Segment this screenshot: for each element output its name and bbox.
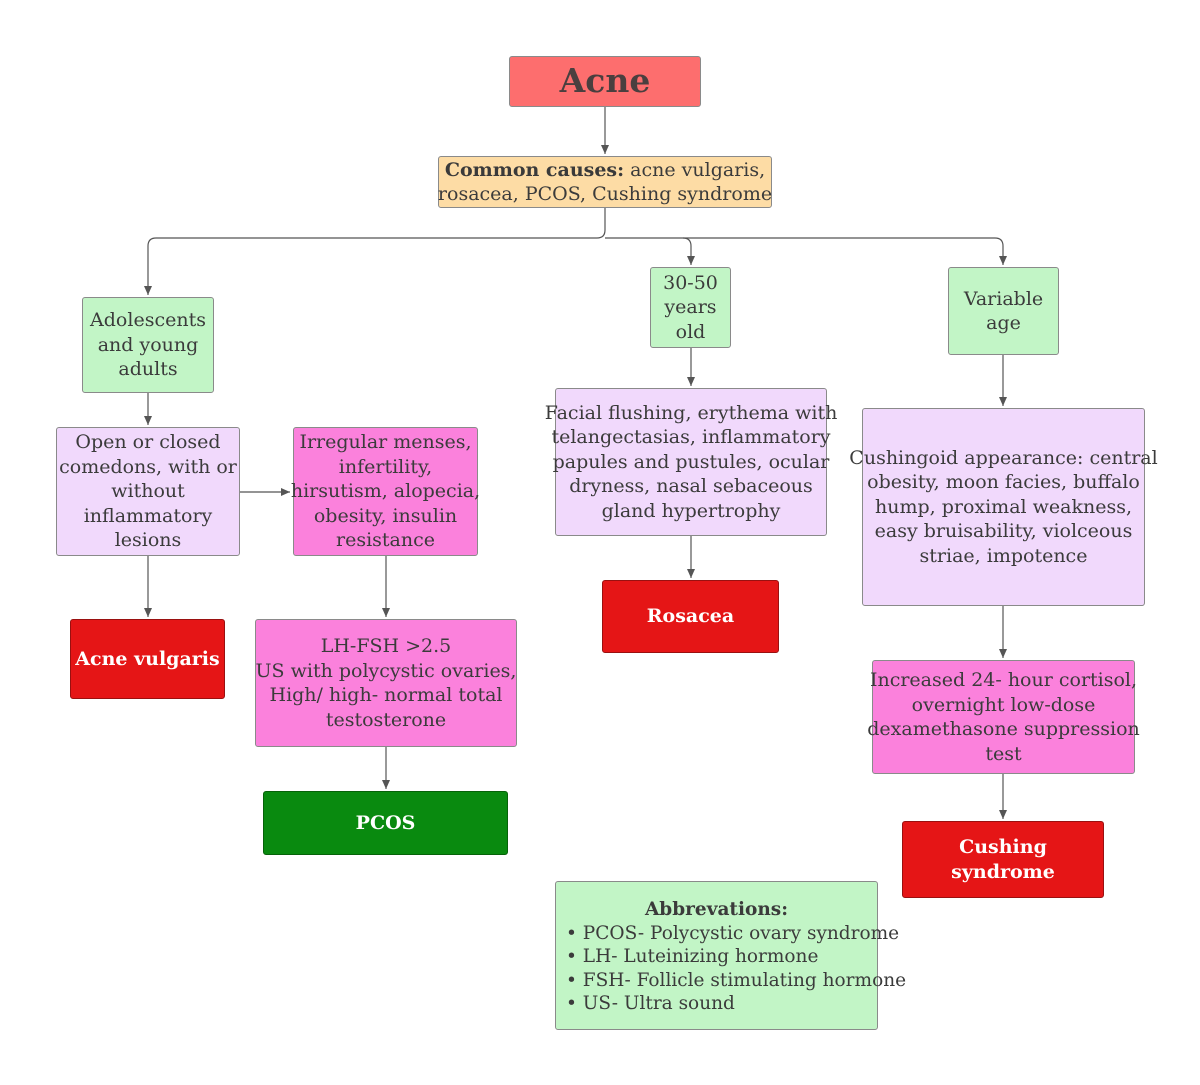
rosacea-finding-line: Facial flushing, erythema with bbox=[544, 401, 838, 424]
rosacea-finding-line: papules and pustules, ocular bbox=[552, 450, 830, 473]
comedons-line: Open or closed bbox=[75, 431, 221, 454]
common-causes-box: Common causes: acne vulgaris, rosacea, P… bbox=[438, 156, 772, 208]
common-causes-text-2: rosacea, PCOS, Cushing syndrome bbox=[437, 183, 773, 205]
cushing-tests-line: dexamethasone suppression bbox=[867, 718, 1140, 740]
abbreviations-list: PCOS- Polycystic ovary syndrome LH- Lute… bbox=[566, 922, 906, 1016]
arrow-causes-to-adolescents bbox=[144, 208, 606, 295]
abbreviation-item: FSH- Follicle stimulating hormone bbox=[566, 969, 906, 993]
age-adolescents-line: and young bbox=[97, 333, 199, 356]
age-adolescents-line: Adolescents bbox=[90, 309, 206, 332]
arrow-causes-to-30-50 bbox=[605, 237, 695, 265]
diagram-title: Acne bbox=[559, 61, 651, 101]
pcos-features-line: resistance bbox=[336, 529, 435, 552]
age-30-50-line: old bbox=[675, 320, 706, 343]
age-adolescents-line: adults bbox=[118, 358, 178, 381]
abbreviation-item: US- Ultra sound bbox=[566, 992, 906, 1016]
age-variable-line: age bbox=[986, 312, 1021, 334]
rosacea-finding-line: telangectasias, inflammatory bbox=[551, 426, 831, 449]
diagnosis-acne-vulgaris: Acne vulgaris bbox=[75, 647, 220, 670]
pcos-features-box: Irregular menses, infertility, hirsutism… bbox=[290, 427, 481, 556]
abbreviation-item: PCOS- Polycystic ovary syndrome bbox=[566, 922, 906, 946]
diagnosis-pcos: PCOS bbox=[355, 811, 416, 834]
cushing-tests-line: Increased 24- hour cortisol, bbox=[869, 669, 1138, 691]
pcos-features-line: Irregular menses, bbox=[299, 431, 472, 454]
pcos-tests-line: LH-FSH >2.5 bbox=[320, 635, 452, 657]
age-variable-line: Variable bbox=[963, 287, 1044, 310]
common-causes-label: Common causes: bbox=[444, 158, 625, 181]
age-30-50-box: 30-50 years old bbox=[650, 267, 731, 348]
rosacea-finding-box: Facial flushing, erythema with telangect… bbox=[545, 388, 837, 536]
cushingoid-finding-line: hump, proximal weakness, bbox=[874, 495, 1133, 518]
age-variable-box: Variable age bbox=[948, 267, 1059, 355]
diagnosis-pcos-box: PCOS bbox=[263, 791, 508, 855]
age-30-50-line: years bbox=[664, 296, 717, 319]
pcos-features-line: hirsutism, alopecia, bbox=[290, 480, 481, 503]
diagnosis-rosacea-box: Rosacea bbox=[602, 580, 779, 653]
cushing-tests-line: test bbox=[985, 742, 1022, 765]
age-30-50-line: 30-50 bbox=[663, 271, 718, 294]
diagnosis-rosacea: Rosacea bbox=[646, 605, 735, 628]
abbreviations-box: Abbrevations: PCOS- Polycystic ovary syn… bbox=[555, 881, 906, 1030]
diagnosis-cushing-syndrome: Cushing syndrome bbox=[951, 836, 1055, 883]
pcos-tests-box: LH-FSH >2.5 US with polycystic ovaries, … bbox=[255, 619, 517, 747]
cushing-tests-line: overnight low-dose bbox=[911, 693, 1096, 716]
rosacea-finding-line: gland hypertrophy bbox=[601, 499, 781, 522]
diagnosis-cushing-box: Cushing syndrome bbox=[902, 821, 1104, 898]
cushing-tests-box: Increased 24- hour cortisol, overnight l… bbox=[867, 660, 1140, 774]
comedons-line: comedons, with or bbox=[59, 455, 237, 478]
comedons-finding-box: Open or closed comedons, with or without… bbox=[56, 427, 240, 556]
age-adolescents-box: Adolescents and young adults bbox=[82, 297, 214, 393]
cushingoid-finding-line: Cushingoid appearance: central bbox=[849, 446, 1158, 469]
cushingoid-finding-box: Cushingoid appearance: central obesity, … bbox=[849, 408, 1158, 606]
pcos-tests-line: US with polycystic ovaries, bbox=[255, 659, 517, 682]
comedons-line: lesions bbox=[114, 529, 182, 552]
comedons-line: without bbox=[111, 480, 185, 503]
cushingoid-finding-line: striae, impotence bbox=[919, 544, 1088, 567]
rosacea-finding-line: dryness, nasal sebaceous bbox=[569, 475, 813, 498]
pcos-tests-line: testosterone bbox=[325, 708, 447, 731]
cushingoid-finding-line: obesity, moon facies, buffalo bbox=[867, 471, 1140, 494]
diagnosis-acne-vulgaris-box: Acne vulgaris bbox=[70, 619, 225, 699]
abbreviations-title: Abbrevations: bbox=[644, 899, 789, 920]
pcos-tests-line: High/ high- normal total bbox=[269, 684, 503, 706]
common-causes-text-1: acne vulgaris, bbox=[630, 158, 766, 181]
cushingoid-finding-line: easy bruisability, violceous bbox=[874, 520, 1133, 543]
arrow-causes-to-variable bbox=[683, 237, 1007, 265]
title-acne-box: Acne bbox=[509, 56, 701, 107]
pcos-features-line: obesity, insulin bbox=[313, 504, 458, 527]
abbreviation-item: LH- Luteinizing hormone bbox=[566, 945, 906, 969]
comedons-line: inflammatory bbox=[83, 504, 213, 527]
pcos-features-line: infertility, bbox=[338, 455, 433, 478]
